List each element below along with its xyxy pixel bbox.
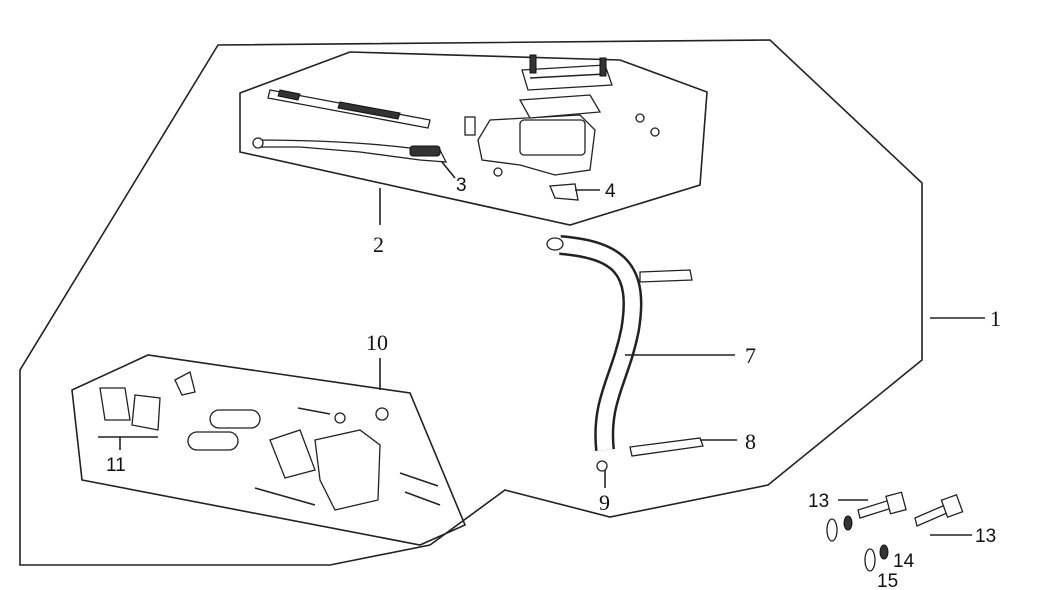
callout-14: 14 bbox=[893, 551, 915, 572]
callout-10: 10 bbox=[366, 330, 388, 355]
brake-hose bbox=[546, 235, 704, 472]
caliper-parts bbox=[99, 371, 441, 511]
master-cylinder-body bbox=[464, 54, 660, 201]
callout-3: 3 bbox=[456, 175, 467, 196]
callout-11: 11 bbox=[106, 455, 126, 476]
bolts-and-washers bbox=[826, 491, 964, 572]
callout-4: 4 bbox=[605, 181, 616, 202]
callout-15: 15 bbox=[877, 571, 898, 590]
callout-13-left: 13 bbox=[808, 491, 829, 512]
master-cylinder-group-outline bbox=[239, 51, 708, 226]
caliper-group-outline bbox=[71, 354, 467, 546]
assembly-1-outline bbox=[19, 39, 923, 566]
callout-2: 2 bbox=[373, 232, 384, 257]
callout-13-right: 13 bbox=[975, 526, 996, 547]
callout-7: 7 bbox=[745, 343, 756, 368]
callout-9: 9 bbox=[599, 490, 610, 515]
decal-strip bbox=[267, 89, 431, 129]
brake-lever bbox=[252, 137, 448, 163]
callout-8: 8 bbox=[745, 429, 756, 454]
callout-1: 1 bbox=[990, 306, 1001, 331]
